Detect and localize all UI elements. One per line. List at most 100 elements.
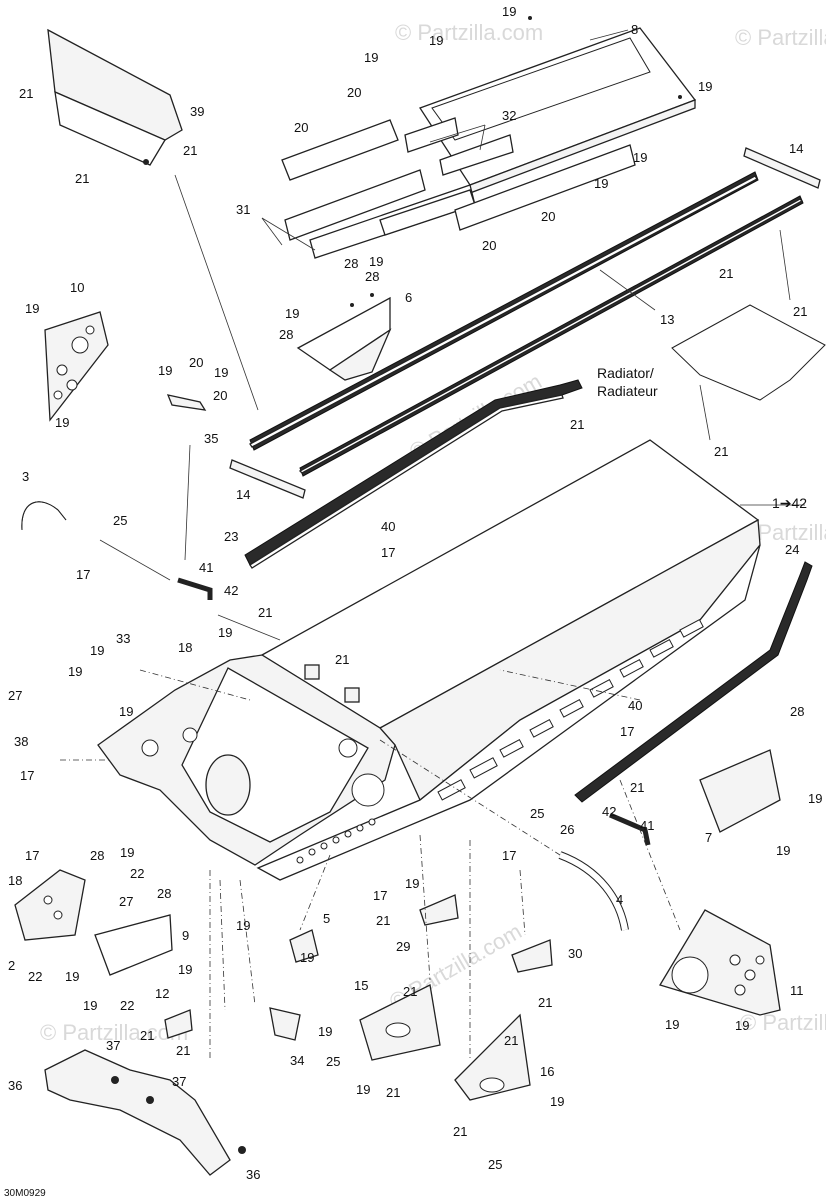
callout-c93: 21 [538,995,552,1010]
callout-c34: 20 [213,388,227,403]
diagram-id: 30M0929 [4,1188,46,1199]
radiator-label-line1: Radiator/ [597,365,654,381]
reinforcement-strips [281,117,636,259]
bracket-2 [14,869,86,941]
callout-c17: 28 [365,269,379,284]
callout-c37: 21 [714,444,728,459]
continuation-reference: 1➔42 [772,495,807,511]
callout-c54: 27 [8,688,22,703]
callout-c88: 19 [300,950,314,965]
bracket-6 [296,293,392,381]
callout-c55: 19 [68,664,82,679]
callout-c78: 18 [8,873,22,888]
heat-exchanger-plate [671,304,826,401]
callout-c76: 19 [405,876,419,891]
callout-c16: 19 [369,254,383,269]
callout-c26: 21 [183,143,197,158]
callout-c40: 25 [113,513,127,528]
leader-lines [60,29,805,1060]
callout-c4: 19 [364,50,378,65]
plate-7 [699,749,781,833]
callout-c29: 19 [25,301,39,316]
callout-c83: 21 [376,913,390,928]
callout-c39: 3 [22,469,29,484]
callout-c49: 19 [218,625,232,640]
callout-c96: 15 [354,978,368,993]
callout-c11: 20 [541,209,555,224]
callout-c106: 37 [106,1038,120,1053]
callout-c44: 17 [381,545,395,560]
callout-c61: 21 [630,780,644,795]
watermark: © Partzilla.com [740,1010,826,1035]
callout-c63: 19 [808,791,822,806]
callout-c80: 19 [236,918,250,933]
callout-c81: 4 [616,892,623,907]
callout-c15: 28 [344,256,358,271]
callout-c9: 19 [633,150,647,165]
callout-c32: 19 [158,363,172,378]
callout-c52: 19 [90,643,104,658]
callout-c24: 21 [19,86,33,101]
callout-c25: 39 [190,104,204,119]
callout-c68: 42 [602,804,616,819]
callout-c35: 35 [204,431,218,446]
bracket-12 [164,1009,193,1039]
callout-c108: 16 [540,1064,554,1079]
callout-c56: 38 [14,734,28,749]
callout-c97: 21 [403,984,417,999]
callout-c8: 20 [294,120,308,135]
callout-c57: 17 [20,768,34,783]
callout-c91: 19 [65,969,79,984]
callout-c47: 24 [785,542,799,557]
callout-c69: 41 [640,818,654,833]
callout-c23: 21 [793,304,807,319]
callout-c42: 23 [224,529,238,544]
bracket-15 [359,984,441,1061]
bracket-34 [269,1007,301,1041]
wear-strip-24 [574,561,813,803]
callout-c113: 19 [550,1094,564,1109]
callout-c102: 34 [290,1053,304,1068]
bracket-16 [454,1013,531,1101]
callout-c94: 12 [155,986,169,1001]
callout-c53: 21 [335,652,349,667]
callout-c86: 2 [8,958,15,973]
bracket-35 [166,394,207,411]
pin-41 [177,577,651,846]
callout-c75: 17 [25,848,39,863]
callout-c33: 19 [214,365,228,380]
callout-c73: 22 [130,866,144,881]
watermark: © Partzilla.com [735,25,826,50]
callout-c109: 36 [8,1078,22,1093]
callout-c84: 29 [396,939,410,954]
callout-c82: 5 [323,911,330,926]
front-lower-bracket [44,1049,246,1176]
callout-c64: 7 [705,830,712,845]
callout-c112: 21 [386,1085,400,1100]
callout-c18: 6 [405,290,412,305]
bracket-9 [94,914,173,976]
callout-c31: 20 [189,355,203,370]
callout-c67: 26 [560,822,574,837]
callout-c95: 11 [790,983,804,998]
callout-c105: 19 [735,1018,749,1033]
callout-c77: 17 [373,888,387,903]
wear-strip-23 [244,379,583,569]
callout-c87: 22 [28,969,42,984]
callout-c72: 19 [120,845,134,860]
callout-c58: 40 [628,698,642,713]
side-plate-10 [44,311,109,422]
callout-c116: 36 [246,1167,260,1182]
bracket-5 [289,929,319,963]
callout-c2: 8 [631,22,638,37]
callout-c5: 20 [347,85,361,100]
callouts: 19 8 19 19 20 19 32 20 19 19 20 31 20 14… [8,4,822,1182]
callout-c60: 28 [790,704,804,719]
bracket-30 [511,939,553,973]
callout-c43: 40 [381,519,395,534]
radiator-label-line2: Radiateur [597,383,658,399]
callout-c22: 21 [719,266,733,281]
callout-c7: 32 [502,108,516,123]
callout-c79: 27 [119,894,133,909]
